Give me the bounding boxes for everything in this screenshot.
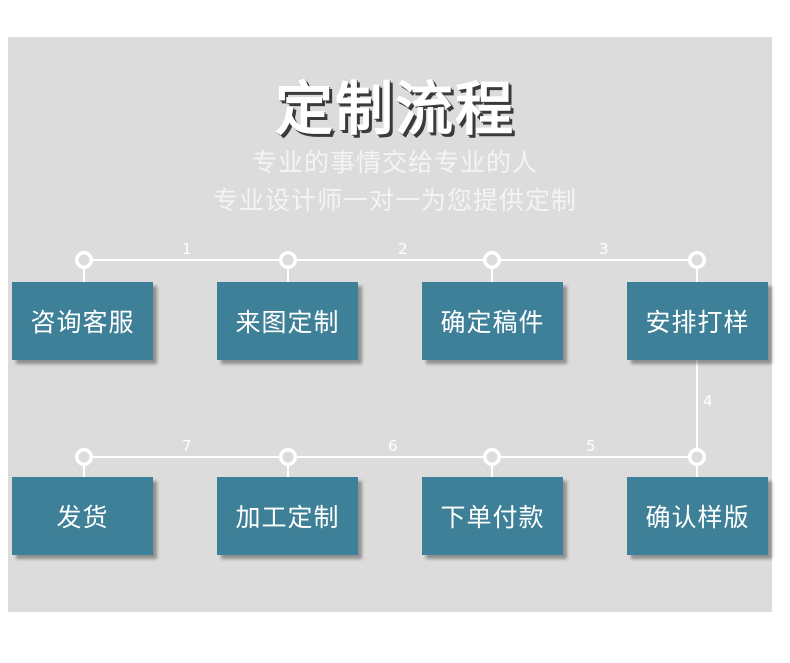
step-box-submit-design: 来图定制 — [217, 282, 358, 360]
step-box-confirm-draft: 确定稿件 — [422, 282, 563, 360]
step-number-4: 4 — [703, 392, 713, 410]
step-number-5: 5 — [586, 437, 596, 455]
step-number-6: 6 — [388, 437, 398, 455]
step-number-1: 1 — [182, 240, 192, 258]
subtitle-2: 专业设计师一对一为您提供定制 — [212, 186, 577, 215]
step-box-arrange-sample: 安排打样 — [627, 282, 768, 360]
step-box-order-payment: 下单付款 — [422, 477, 563, 555]
node-circles-bottom — [75, 448, 706, 466]
step-box-processing: 加工定制 — [217, 477, 358, 555]
step-number-7: 7 — [182, 437, 192, 455]
step-box-confirm-sample: 确认样版 — [627, 477, 768, 555]
step-number-3: 3 — [599, 240, 609, 258]
step-box-consult: 咨询客服 — [12, 282, 153, 360]
step-box-shipping: 发货 — [12, 477, 153, 555]
page-title: 定制流程 — [274, 75, 515, 143]
node-circles-top — [75, 251, 706, 269]
step-number-2: 2 — [398, 240, 408, 258]
subtitle-1: 专业的事情交给专业的人 — [251, 148, 538, 177]
